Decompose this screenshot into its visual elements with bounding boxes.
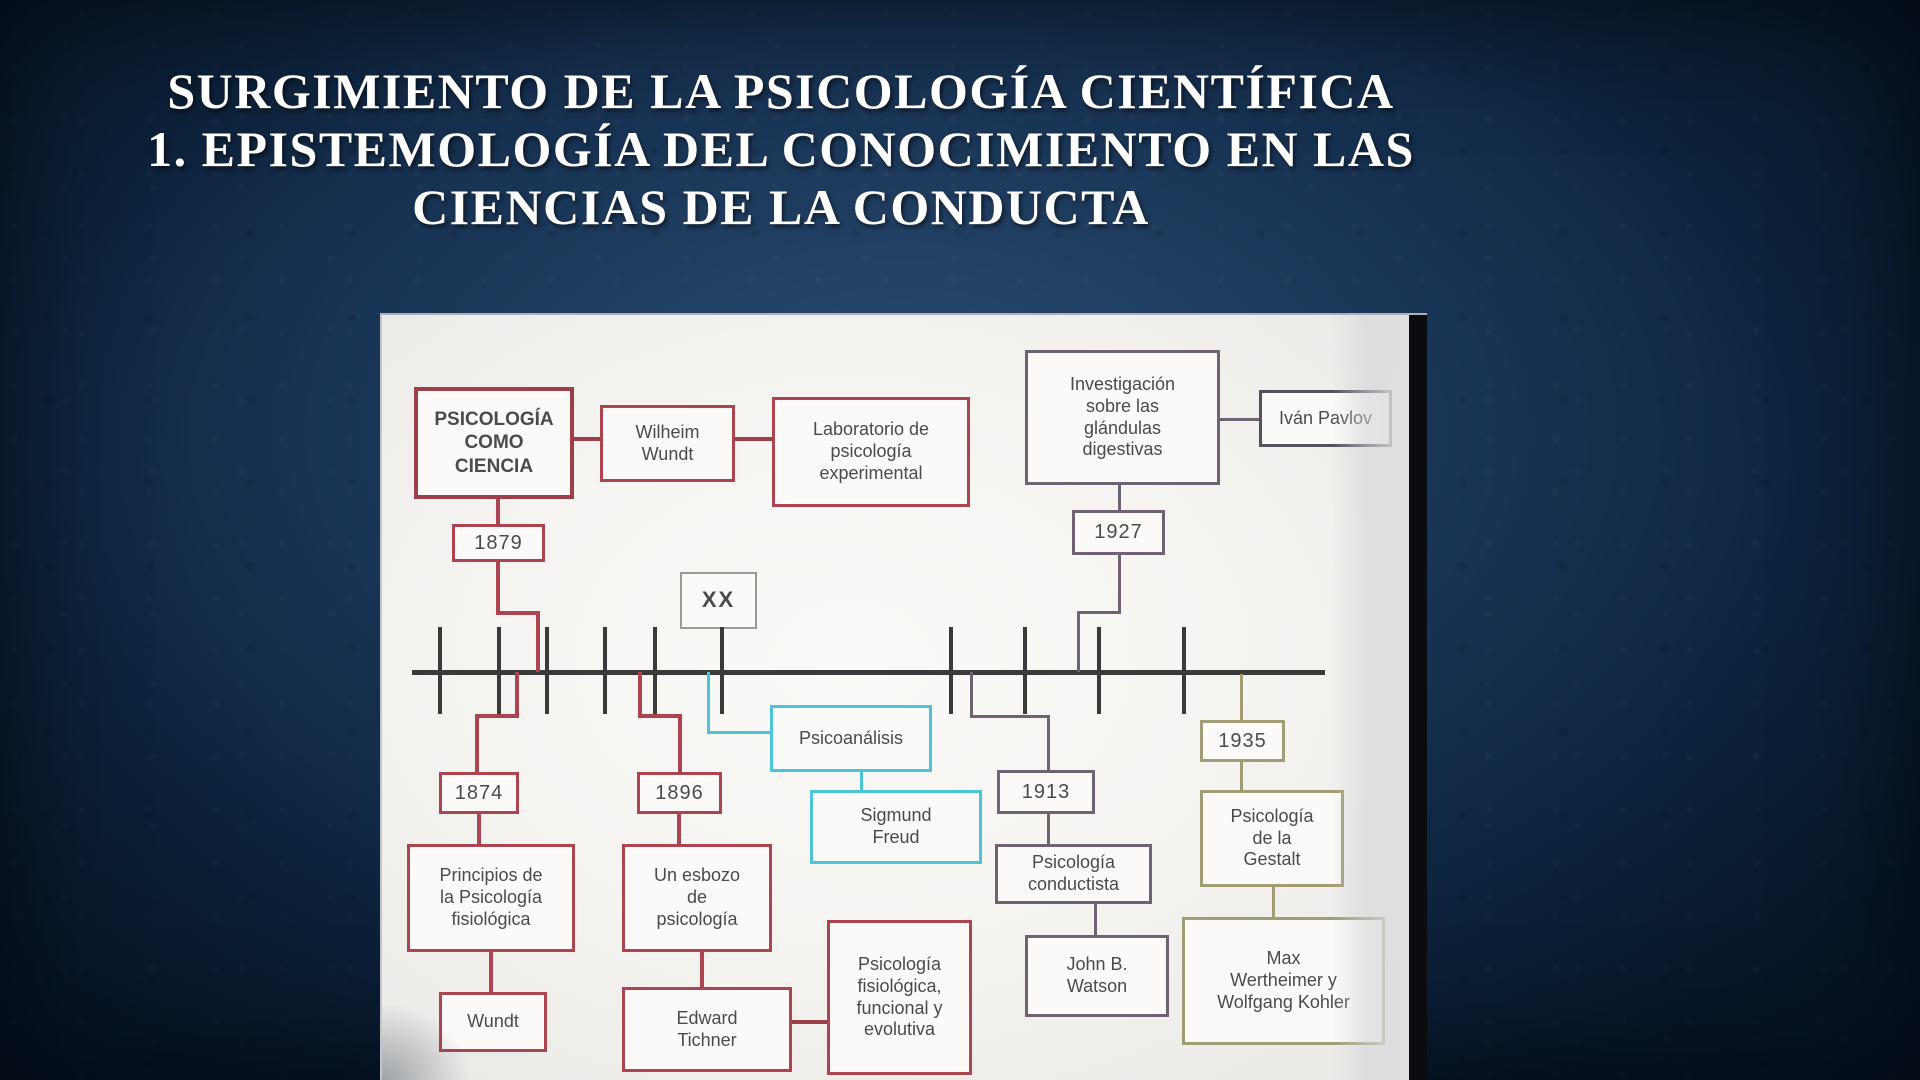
box-year-1874: 1874 [439, 772, 519, 814]
box-un-esbozo: Un esbozo de psicología [622, 844, 772, 952]
timeline-tick [720, 627, 724, 714]
connector [1220, 418, 1259, 421]
connector [792, 1020, 827, 1024]
timeline-tick [545, 627, 549, 714]
connector [1272, 887, 1275, 917]
connector [515, 672, 519, 718]
connector [477, 814, 481, 844]
box-psicologia-fisiologica: Psicología fisiológica, funcional y evol… [827, 920, 972, 1075]
connector [707, 731, 773, 734]
title-line-2: 1. EPISTEMOLOGÍA DEL CONOCIMIENTO EN LAS [147, 121, 1415, 177]
box-john-watson: John B. Watson [1025, 935, 1169, 1017]
connector [678, 714, 682, 772]
connector [574, 437, 600, 441]
box-investigacion-glandulas: Investigación sobre las glándulas digest… [1025, 350, 1220, 485]
connector [700, 952, 704, 987]
box-year-1935: 1935 [1200, 720, 1285, 762]
connector [1118, 555, 1121, 614]
timeline-diagram-image: PSICOLOGÍA COMO CIENCIA Wilheim Wundt La… [380, 313, 1427, 1080]
connector [1077, 611, 1080, 672]
box-psicologia-conductista: Psicología conductista [995, 844, 1152, 904]
connector [536, 611, 540, 672]
connector [1094, 904, 1097, 935]
box-wilheim-wundt: Wilheim Wundt [600, 405, 735, 482]
box-year-1896: 1896 [637, 772, 722, 814]
timeline-tick [1097, 627, 1101, 714]
connector [1047, 715, 1050, 770]
timeline-tick [497, 627, 501, 714]
timeline-tick [1023, 627, 1027, 714]
box-psicoanalisis: Psicoanálisis [770, 705, 932, 772]
title-line-3: CIENCIAS DE LA CONDUCTA [412, 179, 1150, 235]
box-year-1879: 1879 [452, 524, 545, 562]
slide-title: SURGIMIENTO DE LA PSICOLOGÍA CIENTÍFICA … [0, 62, 1562, 236]
box-laboratorio: Laboratorio de psicología experimental [772, 397, 970, 507]
image-right-edge-shading [1332, 315, 1409, 1080]
timeline-tick [949, 627, 953, 714]
image-corner-shadow [382, 1002, 472, 1080]
connector [970, 715, 1050, 718]
connector [1240, 762, 1243, 790]
connector [489, 952, 493, 992]
connector [638, 672, 642, 718]
box-psicologia-gestalt: Psicología de la Gestalt [1200, 790, 1344, 887]
connector [707, 672, 710, 734]
image-right-black-bar [1409, 315, 1427, 1080]
box-edward-tichner: Edward Tichner [622, 987, 792, 1072]
connector [638, 714, 682, 718]
timeline-tick [1182, 627, 1186, 714]
connector [496, 499, 500, 524]
box-year-1913: 1913 [997, 770, 1095, 814]
connector [496, 611, 540, 615]
connector [860, 772, 863, 790]
connector [475, 714, 479, 772]
connector [475, 714, 519, 718]
timeline-tick [438, 627, 442, 714]
timeline-tick [653, 627, 657, 714]
connector [1047, 814, 1050, 844]
connector [677, 814, 681, 844]
connector [496, 562, 500, 614]
timeline-tick [603, 627, 607, 714]
box-sigmund-freud: Sigmund Freud [810, 790, 982, 864]
box-psicologia-como-ciencia: PSICOLOGÍA COMO CIENCIA [414, 387, 574, 499]
connector [735, 437, 772, 441]
title-line-1: SURGIMIENTO DE LA PSICOLOGÍA CIENTÍFICA [167, 63, 1395, 119]
box-principios: Principios de la Psicología fisiológica [407, 844, 575, 952]
timeline-axis [412, 670, 1325, 675]
box-siglo-xx: XX [680, 572, 757, 629]
connector [970, 672, 973, 718]
connector [1118, 485, 1121, 510]
box-wundt: Wundt [439, 992, 547, 1052]
connector [1077, 611, 1121, 614]
connector [1240, 674, 1243, 720]
box-year-1927: 1927 [1072, 510, 1165, 555]
